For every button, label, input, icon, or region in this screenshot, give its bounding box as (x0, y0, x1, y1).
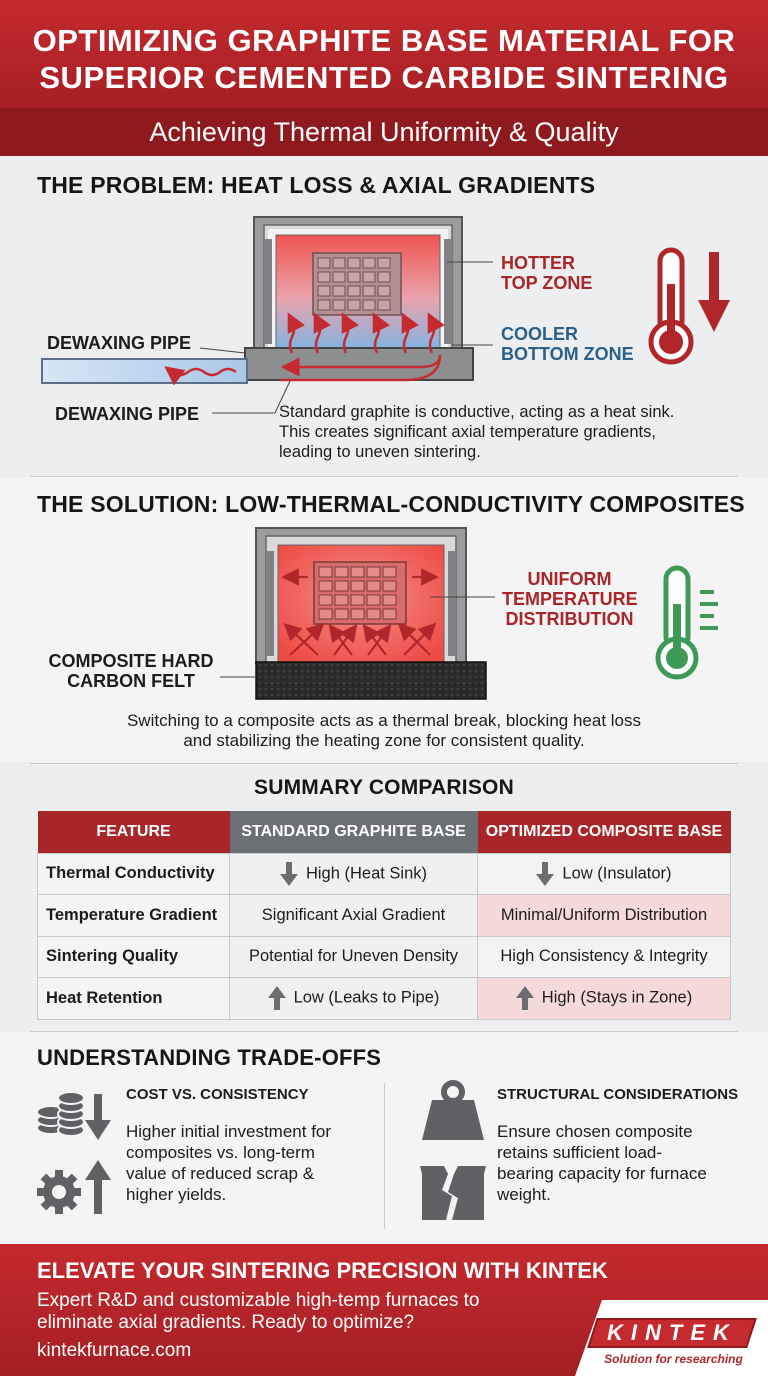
solution-furnace-diagram (220, 527, 495, 700)
cell-standard: Potential for Uneven Density (229, 935, 478, 978)
tradeoff-structural-text: Ensure chosen composite retains sufficie… (497, 1122, 707, 1204)
thermometer-uniform-icon (655, 565, 718, 680)
problem-furnace-diagram (41, 216, 493, 414)
header-banner (0, 0, 768, 108)
arrow-down-icon (279, 861, 298, 886)
tradeoff-structural-heading: STRUCTURAL CONSIDERATIONS (497, 1086, 739, 1103)
summary-title: SUMMARY COMPARISON (254, 776, 514, 799)
label-dewaxing-pipe-top: DEWAXING PIPE (47, 333, 192, 353)
divider-3 (30, 1031, 738, 1032)
cell-optimized: Low (Insulator) (477, 852, 731, 895)
cell-feature: Thermal Conductivity (37, 852, 230, 895)
cell-feature: Heat Retention (37, 977, 230, 1020)
arrow-down-icon (536, 861, 555, 886)
tradeoff-separator (384, 1083, 385, 1229)
table-row: Heat Retention Low (Leaks to Pipe) High … (37, 977, 731, 1020)
cell-optimized: Minimal/Uniform Distribution (477, 894, 731, 937)
label-dewaxing-pipe-bottom: DEWAXING PIPE (55, 404, 200, 424)
footer-url-link[interactable]: kintekfurnace.com (37, 1340, 192, 1361)
broken-box-icon (420, 1166, 486, 1220)
tradeoff-cost-text: Higher initial investment for composites… (126, 1122, 332, 1204)
cell-standard: Significant Axial Gradient (229, 894, 478, 937)
cell-standard: High (Heat Sink) (229, 852, 478, 895)
carbide-parts-stack-solution (313, 561, 407, 625)
table-row: Temperature Gradient Significant Axial G… (37, 894, 731, 937)
table-row: Sintering Quality Potential for Uneven D… (37, 935, 731, 978)
tradeoffs-title: UNDERSTANDING TRADE-OFFS (37, 1045, 382, 1070)
header-standard: STANDARD GRAPHITE BASE (229, 811, 478, 853)
composite-hard-carbon-felt (255, 661, 487, 700)
kintek-logo[interactable]: KINTEK (607, 1320, 737, 1345)
cell-optimized: High Consistency & Integrity (477, 935, 731, 978)
dewaxing-pipe (41, 358, 248, 384)
solution-description: Switching to a composite acts as a therm… (126, 711, 642, 750)
label-uniform-temperature: UNIFORM TEMPERATURE DISTRIBUTION (502, 569, 638, 629)
weight-icon (422, 1080, 484, 1140)
header-optimized: OPTIMIZED COMPOSITE BASE (477, 811, 731, 853)
table-header-row: FEATURE STANDARD GRAPHITE BASE OPTIMIZED… (37, 811, 731, 853)
solution-title: THE SOLUTION: LOW-THERMAL-CONDUCTIVITY C… (37, 491, 745, 517)
cell-feature: Temperature Gradient (37, 894, 230, 937)
subtitle: Achieving Thermal Uniformity & Quality (0, 108, 768, 156)
problem-description: Standard graphite is conductive, acting … (279, 403, 675, 461)
thermometer-hot-icon (648, 247, 730, 365)
divider-2 (30, 763, 738, 764)
gear-up-icon (37, 1160, 111, 1214)
arrow-up-icon (267, 986, 286, 1011)
cell-optimized: High (Stays in Zone) (477, 977, 731, 1020)
kintek-tagline: Solution for researching (604, 1352, 743, 1366)
table-row: Thermal Conductivity High (Heat Sink) Lo… (37, 852, 731, 895)
cell-standard: Low (Leaks to Pipe) (229, 977, 478, 1020)
cell-feature: Sintering Quality (37, 935, 230, 978)
title-line-1: OPTIMIZING GRAPHITE BASE MATERIAL FOR (32, 23, 736, 58)
footer-title: ELEVATE YOUR SINTERING PRECISION WITH KI… (37, 1258, 608, 1283)
tradeoff-cost-heading: COST VS. CONSISTENCY (126, 1086, 309, 1103)
title-line-2: SUPERIOR CEMENTED CARBIDE SINTERING (39, 60, 729, 95)
divider-1 (30, 476, 738, 477)
header-feature: FEATURE (37, 811, 230, 853)
problem-title: THE PROBLEM: HEAT LOSS & AXIAL GRADIENTS (37, 172, 596, 198)
footer-text: Expert R&D and customizable high-temp fu… (37, 1290, 480, 1333)
comparison-table: FEATURE STANDARD GRAPHITE BASE OPTIMIZED… (37, 811, 731, 1020)
carbide-parts-stack (312, 252, 402, 316)
coins-down-icon (36, 1091, 111, 1140)
page-title: OPTIMIZING GRAPHITE BASE MATERIAL FOR SU… (0, 22, 768, 96)
arrow-up-icon (515, 986, 534, 1011)
label-composite-felt: COMPOSITE HARD CARBON FELT (48, 651, 214, 691)
